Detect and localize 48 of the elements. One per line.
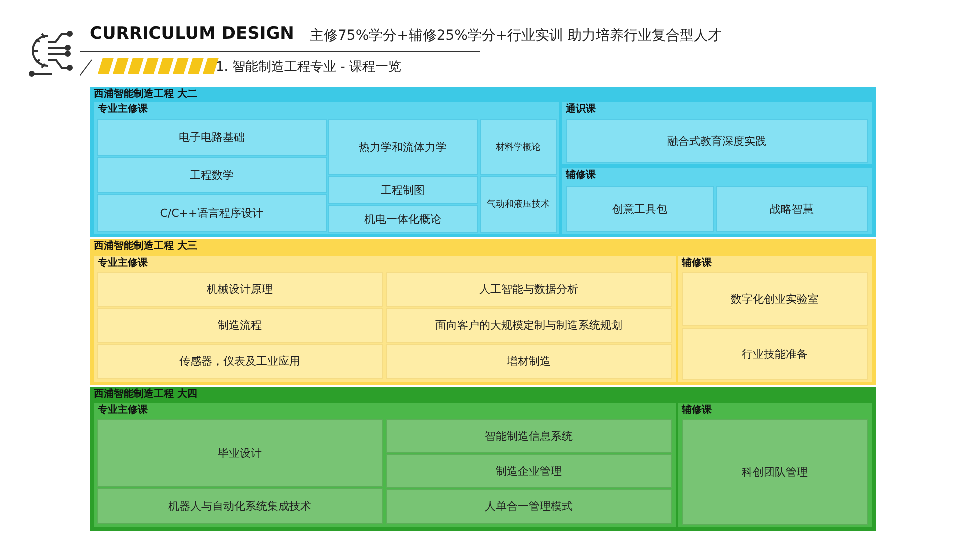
course-cell: 传感器，仪表及工业应用: [97, 344, 383, 379]
course-cell: 人工智能与数据分析: [386, 272, 672, 307]
course-cell: 面向客户的大规模定制与制造系统规划: [386, 308, 672, 343]
subtitle: 1. 智能制造工程专业 - 课程一览: [216, 59, 402, 76]
year-heading: 西浦智能制造工程 大四: [94, 388, 198, 402]
course-group-panel: [678, 403, 872, 527]
course-cell: 制造流程: [97, 308, 383, 343]
course-group-panel: [94, 102, 559, 234]
course-group-panel: [562, 168, 872, 234]
course-cell: 战略智慧: [716, 186, 868, 232]
course-cell: 工程数学: [97, 157, 327, 193]
course-group-panel: [678, 256, 872, 382]
group-heading: 专业主修课: [98, 257, 148, 271]
course-cell: 机器人与自动化系统集成技术: [97, 488, 383, 524]
course-group-panel: [94, 403, 676, 527]
course-cell: 行业技能准备: [682, 328, 868, 380]
year-panel: [90, 239, 876, 385]
course-cell: 智能制造信息系统: [386, 419, 672, 453]
group-heading: 辅修课: [566, 169, 596, 183]
course-group-panel: [94, 256, 676, 382]
group-heading: 辅修课: [682, 257, 712, 271]
course-cell: 机械设计原理: [97, 272, 383, 307]
course-cell: C/C++语言程序设计: [97, 194, 327, 232]
course-cell: 数字化创业实验室: [682, 272, 868, 326]
group-heading: 通识课: [566, 103, 596, 117]
course-cell: 科创团队管理: [682, 419, 868, 525]
course-cell: 增材制造: [386, 344, 672, 379]
course-cell: 气动和液压技术: [480, 176, 557, 233]
year-heading: 西浦智能制造工程 大三: [94, 240, 198, 254]
course-cell: 人单合一管理模式: [386, 489, 672, 524]
course-cell: 融合式教育深度实践: [566, 119, 868, 163]
course-group-panel: [562, 102, 872, 164]
course-cell: 毕业设计: [97, 419, 383, 487]
course-cell: 创意工具包: [566, 186, 714, 232]
course-cell: 机电一体化概论: [328, 205, 478, 233]
group-heading: 专业主修课: [98, 103, 148, 117]
course-cell: 工程制图: [328, 176, 478, 204]
year-panel: [90, 387, 876, 531]
title: CURRICULUM DESIGN: [90, 24, 294, 44]
group-heading: 辅修课: [682, 404, 712, 418]
course-cell: 材料学概论: [480, 119, 557, 175]
year-heading: 西浦智能制造工程 大二: [94, 88, 198, 102]
group-heading: 专业主修课: [98, 404, 148, 418]
year-panel: [90, 87, 876, 237]
tagline: 主修75%学分+辅修25%学分+行业实训 助力培养行业复合型人才: [310, 27, 722, 45]
course-cell: 热力学和流体力学: [328, 119, 478, 175]
course-cell: 制造企业管理: [386, 454, 672, 488]
course-cell: 电子电路基础: [97, 119, 327, 156]
